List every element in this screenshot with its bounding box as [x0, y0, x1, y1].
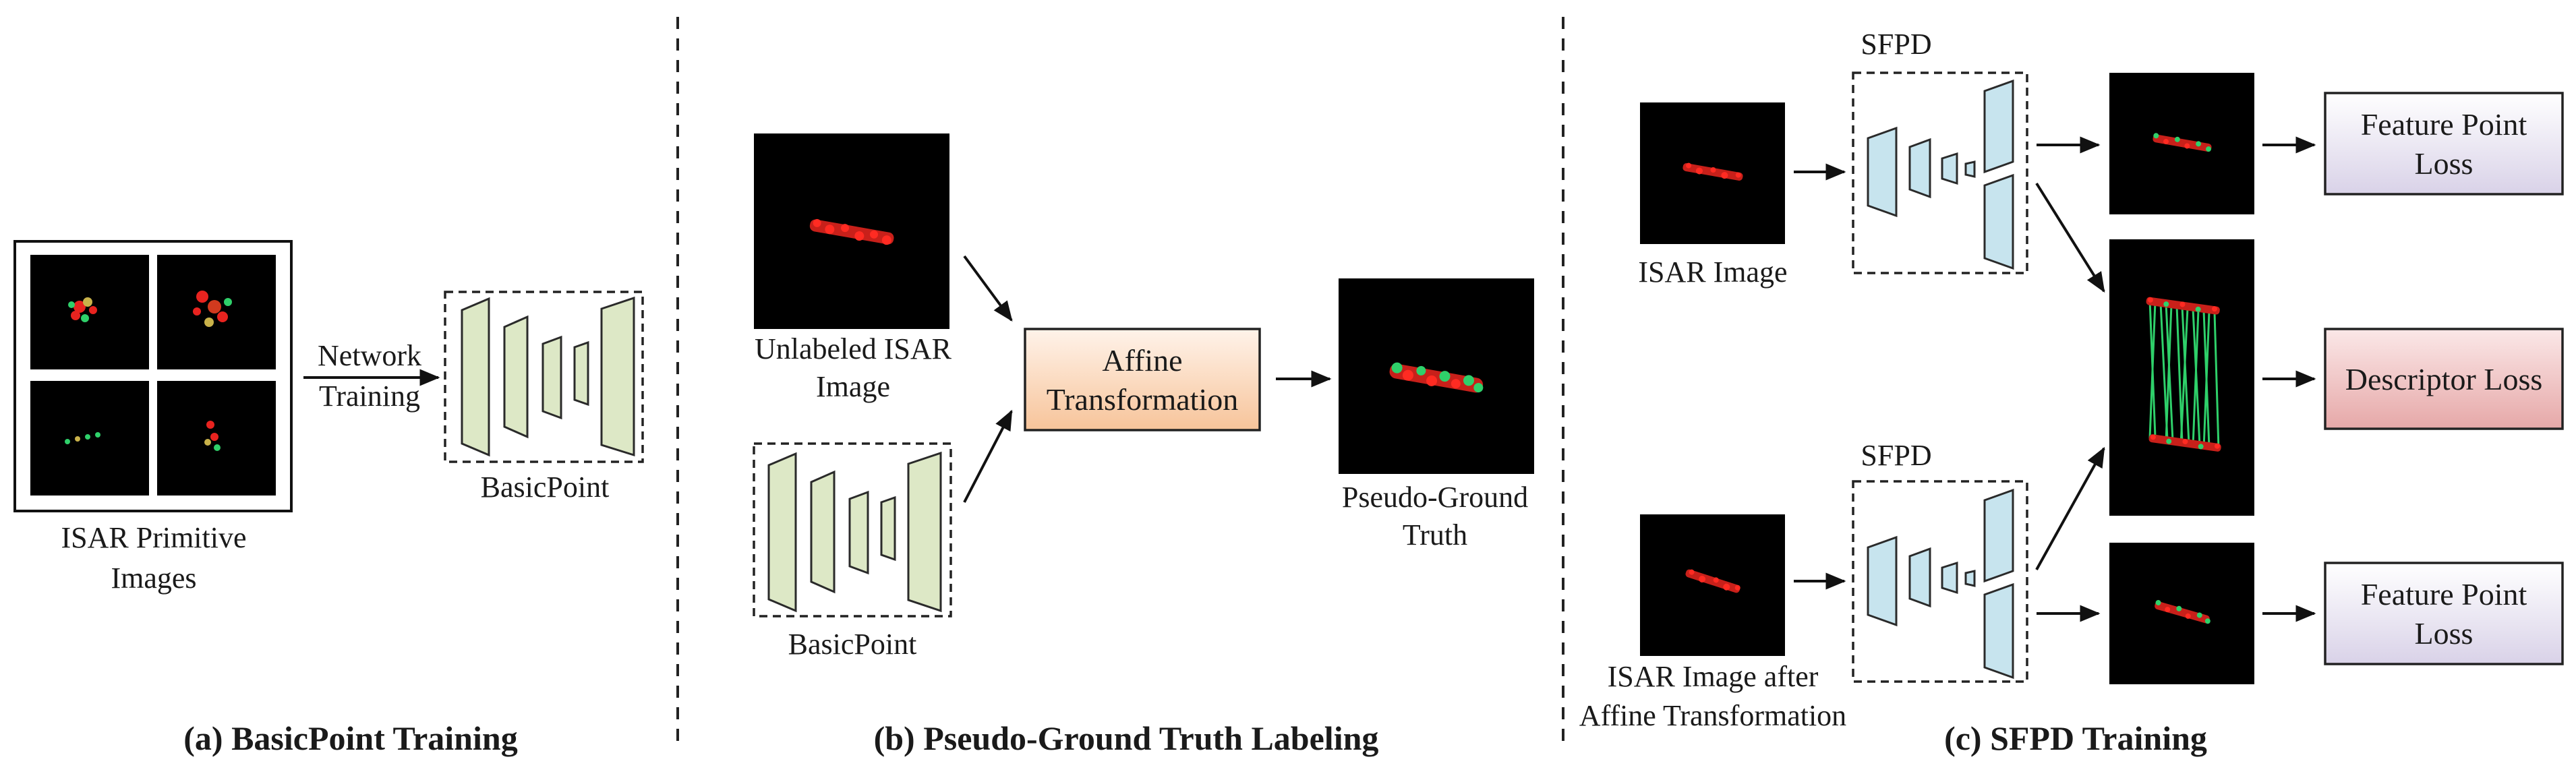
basicpoint-layer: [907, 451, 942, 613]
panel-a: ISAR Primitive Images Network Training B…: [13, 240, 644, 757]
caption-a: (a) BasicPoint Training: [183, 719, 517, 757]
feature-points-top: [2153, 133, 2212, 152]
basicpoint-layer: [600, 296, 635, 457]
feature-loss-top-line2: Loss: [2415, 146, 2473, 181]
feature-point-loss-bottom-box: [2324, 562, 2564, 665]
caption-c: (c) SFPD Training: [1944, 719, 2207, 757]
sfpd-network-top: [1852, 71, 2028, 274]
isar-image-bottom-label-line1: ISAR Image after: [1608, 660, 1819, 693]
descriptor-loss-label: Descriptor Loss: [2345, 362, 2543, 396]
basicpoint-layer: [880, 496, 896, 562]
basicpoint-layer: [541, 335, 562, 420]
arrow-sfpd-top-to-matches: [2035, 182, 2105, 293]
feature-point-loss-top-box: [2324, 92, 2564, 196]
caption-b: (b) Pseudo-Ground Truth Labeling: [874, 719, 1379, 757]
sfpd-layer: [1983, 582, 2014, 680]
pseudo-label-line1: Pseudo-Ground: [1342, 481, 1528, 514]
basicpoint-network-a: [444, 291, 644, 463]
arrow-image-to-affine: [963, 255, 1013, 322]
pseudo-target: [1389, 362, 1484, 393]
basicpoint-layer: [461, 297, 490, 457]
sfpd-layer: [1983, 173, 2014, 270]
basicpoint-layer: [573, 340, 589, 407]
network-training-label-line1: Network: [318, 339, 421, 372]
unlabeled-target: [809, 218, 894, 245]
unlabeled-isar-label-line2: Image: [816, 370, 890, 403]
basicpoint-label-a: BasicPoint: [481, 471, 610, 504]
descriptor-loss-box: [2324, 328, 2564, 430]
isar-image-top-label: ISAR Image: [1638, 256, 1787, 289]
sfpd-network-bottom: [1852, 480, 2028, 683]
sfpd-layer: [1908, 138, 1931, 199]
feature-loss-top-line1: Feature Point: [2361, 107, 2527, 142]
pseudo-label-line2: Truth: [1403, 518, 1467, 551]
network-training-label-line2: Training: [319, 380, 420, 413]
feature-loss-bottom-line1: Feature Point: [2361, 577, 2527, 611]
sfpd-layer: [1983, 488, 2014, 583]
panel-b: Unlabeled ISAR Image BasicPoint Affine T…: [753, 133, 1534, 757]
arrow-sfpd-bottom-to-matches: [2035, 446, 2105, 570]
basicpoint-layer: [767, 452, 797, 613]
sfpd-layer: [1964, 160, 1976, 178]
basicpoint-label-b: BasicPoint: [788, 628, 917, 661]
sfpd-layer: [1908, 547, 1931, 608]
sfpd-layer: [1941, 561, 1958, 595]
unlabeled-isar-label-line1: Unlabeled ISAR: [755, 332, 952, 365]
sfpd-top-label: SFPD: [1861, 28, 1931, 61]
primitive-images-label-line1: ISAR Primitive: [61, 521, 246, 554]
basicpoint-layer: [503, 315, 529, 439]
sfpd-bottom-label: SFPD: [1861, 439, 1931, 472]
affine-label-line1: Affine: [1102, 343, 1182, 378]
isar-target-top: [1682, 162, 1743, 181]
descriptor-matches-image: [2109, 239, 2254, 516]
panel-c: ISAR Image SFPD ISAR Image after Affine …: [1579, 28, 2564, 757]
descriptor-target-top: [2146, 297, 2220, 315]
sfpd-layer: [1941, 152, 1958, 185]
sfpd-layer: [1867, 126, 1898, 218]
descriptor-matches: [2148, 299, 2220, 450]
feature-loss-bottom-line2: Loss: [2415, 616, 2473, 651]
isar-target-bottom: [1685, 569, 1740, 593]
basicpoint-network-b: [753, 442, 952, 618]
descriptor-target-bottom: [2148, 434, 2221, 452]
primitive-keypoints: [65, 291, 232, 451]
sfpd-layer: [1964, 570, 1976, 587]
feature-points-bottom: [2155, 599, 2211, 624]
isar-image-bottom-label-line2: Affine Transformation: [1579, 699, 1846, 732]
primitive-images-label-line2: Images: [111, 562, 196, 595]
basicpoint-layer: [810, 470, 836, 594]
affine-transformation-box: [1024, 328, 1261, 431]
sfpd-layer: [1867, 535, 1898, 627]
arrow-basicpoint-to-affine: [963, 409, 1013, 503]
sfpd-layer: [1983, 79, 2014, 174]
affine-label-line2: Transformation: [1047, 382, 1239, 417]
basicpoint-layer: [848, 490, 869, 575]
